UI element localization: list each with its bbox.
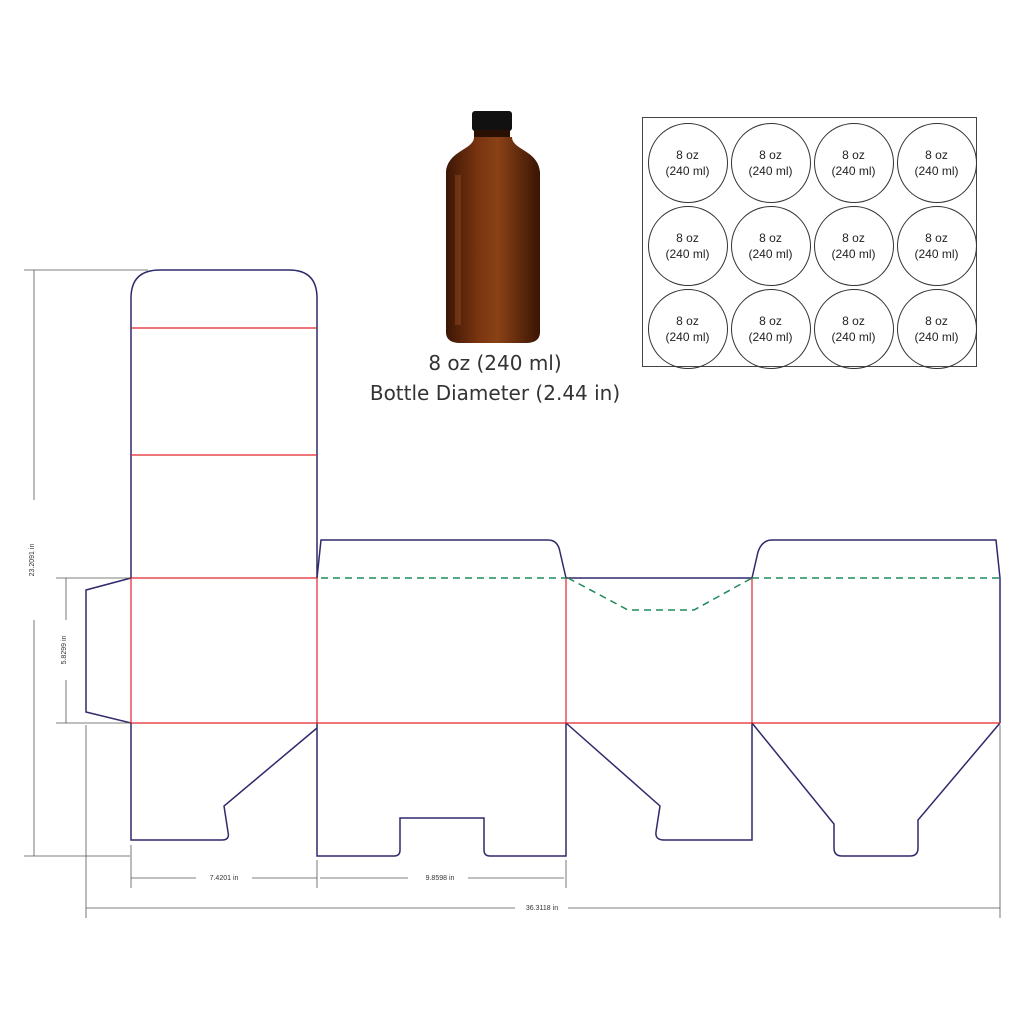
label-circle: 8 oz(240 ml): [896, 205, 977, 286]
label-volume: 8 oz: [676, 147, 699, 162]
dim-side-panel-width: 7.4201 in: [210, 875, 239, 882]
label-metric-volume: (240 ml): [665, 246, 710, 261]
dimension-lines: [24, 269, 1001, 918]
top-lid-outline: [130, 269, 318, 578]
label-cell: 8 oz(240 ml): [646, 287, 729, 370]
label-cell: 8 oz(240 ml): [729, 204, 812, 287]
label-circle: 8 oz(240 ml): [896, 122, 977, 203]
fold-lines: [130, 327, 1000, 724]
label-cell: 8 oz(240 ml): [729, 121, 812, 204]
cut-lines: [85, 269, 1001, 857]
label-volume: 8 oz: [925, 230, 948, 245]
top-flap-front: [316, 539, 567, 579]
label-volume: 8 oz: [676, 313, 699, 328]
label-volume: 8 oz: [759, 313, 782, 328]
label-metric-volume: (240 ml): [665, 329, 710, 344]
bottle-caption-size: 8 oz (240 ml): [428, 351, 562, 375]
bottom-flap-3: [565, 722, 753, 841]
label-volume: 8 oz: [925, 313, 948, 328]
bottom-flap-front: [316, 723, 567, 857]
label-cell: 8 oz(240 ml): [895, 121, 978, 204]
label-volume: 8 oz: [759, 230, 782, 245]
label-volume: 8 oz: [759, 147, 782, 162]
label-circle: 8 oz(240 ml): [896, 288, 977, 369]
bottle-highlight: [455, 175, 461, 325]
bottle-caption-diameter: Bottle Diameter (2.44 in): [369, 381, 621, 405]
label-circle: 8 oz(240 ml): [647, 122, 728, 203]
label-metric-volume: (240 ml): [914, 246, 959, 261]
label-metric-volume: (240 ml): [748, 246, 793, 261]
label-volume: 8 oz: [842, 230, 865, 245]
label-metric-volume: (240 ml): [914, 329, 959, 344]
label-volume: 8 oz: [842, 313, 865, 328]
bottle-neck: [474, 130, 510, 138]
bottom-flap-1: [130, 723, 318, 841]
bottom-flap-4: [751, 722, 1001, 857]
label-metric-volume: (240 ml): [831, 246, 876, 261]
label-cell: 8 oz(240 ml): [895, 204, 978, 287]
perforation-thumb-notch: [567, 577, 753, 611]
label-cell: 8 oz(240 ml): [812, 204, 895, 287]
label-cell: 8 oz(240 ml): [812, 121, 895, 204]
label-metric-volume: (240 ml): [914, 163, 959, 178]
label-metric-volume: (240 ml): [748, 329, 793, 344]
label-metric-volume: (240 ml): [665, 163, 710, 178]
label-cell: 8 oz(240 ml): [646, 204, 729, 287]
label-circle: 8 oz(240 ml): [730, 122, 811, 203]
label-volume: 8 oz: [676, 230, 699, 245]
label-metric-volume: (240 ml): [831, 329, 876, 344]
label-circle: 8 oz(240 ml): [730, 288, 811, 369]
label-cell: 8 oz(240 ml): [812, 287, 895, 370]
bottle-illustration: [446, 111, 540, 343]
label-cell: 8 oz(240 ml): [895, 287, 978, 370]
dim-total-height: 23.2091 in: [29, 544, 36, 577]
label-grid-cells: 8 oz(240 ml)8 oz(240 ml)8 oz(240 ml)8 oz…: [646, 121, 978, 370]
dim-total-width: 36.3118 in: [526, 905, 558, 912]
label-circle: 8 oz(240 ml): [813, 122, 894, 203]
label-circle: 8 oz(240 ml): [813, 288, 894, 369]
label-grid: 8 oz(240 ml)8 oz(240 ml)8 oz(240 ml)8 oz…: [642, 117, 978, 370]
label-cell: 8 oz(240 ml): [646, 121, 729, 204]
label-metric-volume: (240 ml): [748, 163, 793, 178]
label-volume: 8 oz: [842, 147, 865, 162]
perforation-lines: [321, 577, 1000, 611]
label-cell: 8 oz(240 ml): [729, 287, 812, 370]
label-circle: 8 oz(240 ml): [647, 205, 728, 286]
bottle-body: [446, 137, 540, 343]
label-circle: 8 oz(240 ml): [647, 288, 728, 369]
dim-front-panel-width: 9.8598 in: [426, 875, 455, 882]
dim-panel-height: 5.8299 in: [61, 635, 68, 664]
bottle-cap: [472, 111, 512, 131]
top-flap-back: [751, 539, 1001, 579]
label-circle: 8 oz(240 ml): [813, 205, 894, 286]
label-circle: 8 oz(240 ml): [730, 205, 811, 286]
label-metric-volume: (240 ml): [831, 163, 876, 178]
glue-flap: [85, 577, 132, 724]
label-volume: 8 oz: [925, 147, 948, 162]
